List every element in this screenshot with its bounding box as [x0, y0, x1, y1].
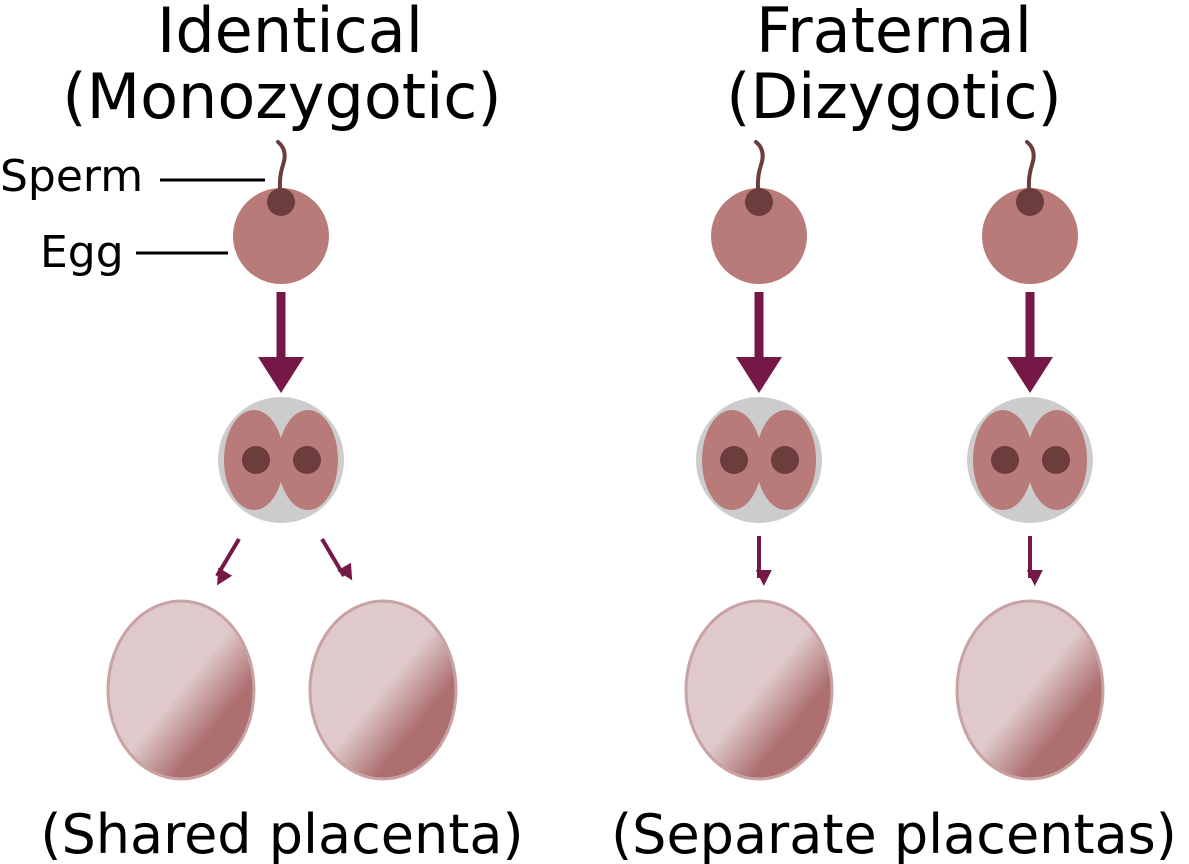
identical-caption: (Shared placenta) — [40, 803, 523, 864]
fraternal-embryo-1 — [684, 599, 834, 781]
sperm-head — [1016, 188, 1044, 216]
fraternal-dividing-cell-2 — [967, 397, 1093, 523]
egg-label: Egg — [40, 227, 124, 278]
identical-embryo-left — [106, 599, 256, 781]
fraternal-title: Fraternal — [756, 0, 1032, 67]
identical-arrow-left — [215, 537, 241, 586]
identical-dividing-cell — [218, 397, 344, 523]
sperm-head — [745, 188, 773, 216]
fraternal-arrowhead-2 — [1007, 357, 1053, 393]
fraternal-fertilized-egg-2 — [982, 140, 1078, 284]
fraternal-arrowhead-1 — [736, 357, 782, 393]
egg — [233, 188, 329, 284]
fraternal-embryo-2 — [955, 599, 1105, 781]
nucleus-right — [1042, 446, 1070, 474]
sperm-label: Sperm — [0, 151, 143, 202]
nucleus-right — [771, 446, 799, 474]
identical-title: Identical — [157, 0, 423, 67]
nucleus-left — [720, 446, 748, 474]
fraternal-fertilized-egg-1 — [711, 140, 807, 284]
fraternal-caption: (Separate placentas) — [611, 803, 1177, 864]
identical-arrowhead — [258, 357, 304, 393]
nucleus-left — [242, 446, 270, 474]
sperm-tail — [1025, 140, 1036, 200]
nucleus-right — [293, 446, 321, 474]
fraternal-dividing-cell-1 — [696, 397, 822, 523]
identical-fertilized-egg — [233, 140, 329, 284]
sperm-tail — [754, 140, 765, 200]
egg — [982, 188, 1078, 284]
fraternal-subtitle: (Dizygotic) — [726, 60, 1062, 133]
identical-embryo-right — [308, 599, 458, 781]
identical-subtitle: (Monozygotic) — [62, 60, 501, 133]
sperm-tail — [276, 140, 287, 200]
identical-arrow-right — [320, 537, 353, 581]
nucleus-left — [991, 446, 1019, 474]
egg — [711, 188, 807, 284]
sperm-head — [267, 188, 295, 216]
